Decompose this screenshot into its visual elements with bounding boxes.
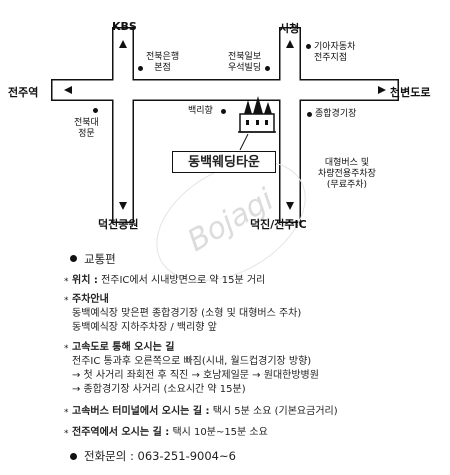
section-bullet-icon (70, 453, 77, 460)
landmark-line: 우석빌딩 (228, 63, 262, 73)
road-network (51, 27, 399, 223)
wedding-hall-icon (238, 96, 276, 133)
landmark-dot (306, 44, 311, 49)
landmark-parking: 대형버스 및 차량전용주차장 (무료주차) (318, 158, 376, 191)
direction-deokjin-park: 덕진공원 (98, 218, 139, 231)
express-bus-label: 고속버스 터미널에서 오시는 길 : (72, 406, 210, 417)
parking-line: 동백예식장 맞은편 종합경기장 (소형 및 대형버스 주차) (72, 308, 302, 319)
phone-row: 전화문의 : 063-251-9004~6 (84, 449, 236, 463)
star-bullet-icon: * (64, 344, 69, 354)
landmark-line: 전북대 (74, 118, 99, 128)
landmark-dot (265, 66, 270, 71)
landmark-line: 전주지점 (314, 53, 348, 63)
landmark-line: 차량전용주차장 (318, 169, 376, 179)
arrow-right-riverside-icon (378, 86, 386, 94)
landmark-dot (221, 109, 226, 114)
landmark-line: 정문 (78, 129, 95, 139)
arrow-up-kbs-icon (119, 40, 127, 48)
station-row: 전주역에서 오시는 길 : 택시 10분~15분 소요 (72, 427, 268, 439)
landmark-kia-motors: 기아자동차 전주지점 (314, 42, 355, 64)
phone-label: 전화문의 : (84, 449, 134, 463)
section-title: 교통편 (84, 252, 116, 266)
map: Bojagi KBS 시청 전주역 천변도로 덕진공원 덕진/전주IC 전북은행… (8, 20, 431, 306)
direction-riverside-road: 천변도로 (390, 86, 431, 99)
parking-label: 주차안내 (72, 294, 109, 305)
location-label: 위치 : (72, 275, 98, 286)
venue-pointer (239, 133, 249, 151)
location-text: 전주IC에서 시내방면으로 약 15분 거리 (101, 275, 266, 286)
section-bullet-icon (70, 255, 77, 262)
station-label: 전주역에서 오시는 길 : (72, 427, 170, 438)
landmark-jeonbuk-univ: 전북대 정문 (74, 118, 99, 140)
direction-jeonju-station: 전주역 (8, 86, 39, 99)
landmark-line: 대형버스 및 (324, 158, 370, 168)
highway-line: → 첫 사거리 좌회전 후 직진 → 호남제일문 → 원대한방병원 (72, 370, 319, 381)
arrow-down-ic-icon (286, 202, 294, 210)
direction-kbs: KBS (112, 20, 137, 33)
landmark-line: 전북일보 (228, 52, 262, 62)
venue-label: 동백웨딩타운 (172, 151, 276, 173)
express-bus-row: 고속버스 터미널에서 오시는 길 : 택시 5분 소요 (기본요금거리) (72, 406, 338, 418)
star-bullet-icon: * (64, 277, 69, 287)
highway-line: 전주IC 통과후 오른쪽으로 빠짐(시내, 월드컵경기장 방향) (72, 356, 312, 367)
landmark-dot (307, 112, 312, 117)
parking-line: 동백예식장 지하주차장 / 백리향 앞 (72, 322, 217, 333)
arrow-down-park-icon (119, 202, 127, 210)
star-bullet-icon: * (64, 296, 69, 306)
direction-deokjin-ic: 덕진/전주IC (250, 218, 307, 231)
location-row: 위치 : 전주IC에서 시내방면으로 약 15분 거리 (72, 275, 265, 287)
landmark-line: 본점 (154, 63, 171, 73)
landmark-dot (93, 108, 98, 113)
direction-cityhall: 시청 (279, 22, 300, 35)
landmark-line: 기아자동차 (314, 42, 356, 52)
arrow-left-station-icon (64, 86, 72, 94)
express-bus-text: 택시 5분 소요 (기본요금거리) (212, 406, 338, 417)
landmark-baekri: 백리향 (188, 106, 213, 116)
landmark-jeonbuk-daily: 전북일보 우석빌딩 (228, 52, 261, 74)
landmark-arena: 종합경기장 (315, 109, 357, 119)
star-bullet-icon: * (64, 429, 69, 439)
station-text: 택시 10분~15분 소요 (172, 427, 268, 438)
landmark-line: (무료주차) (326, 180, 368, 190)
landmark-dot (138, 66, 143, 71)
highway-line: → 종합경기장 사거리 (소요시간 약 15분) (72, 384, 246, 395)
landmark-jeonbuk-bank: 전북은행 본점 (146, 52, 179, 74)
highway-label: 고속도로 통해 오시는 길 (72, 342, 175, 353)
star-bullet-icon: * (64, 408, 69, 418)
arrow-up-cityhall-icon (286, 40, 294, 48)
phone-number: 063-251-9004~6 (137, 449, 236, 463)
landmark-line: 전북은행 (146, 52, 180, 62)
